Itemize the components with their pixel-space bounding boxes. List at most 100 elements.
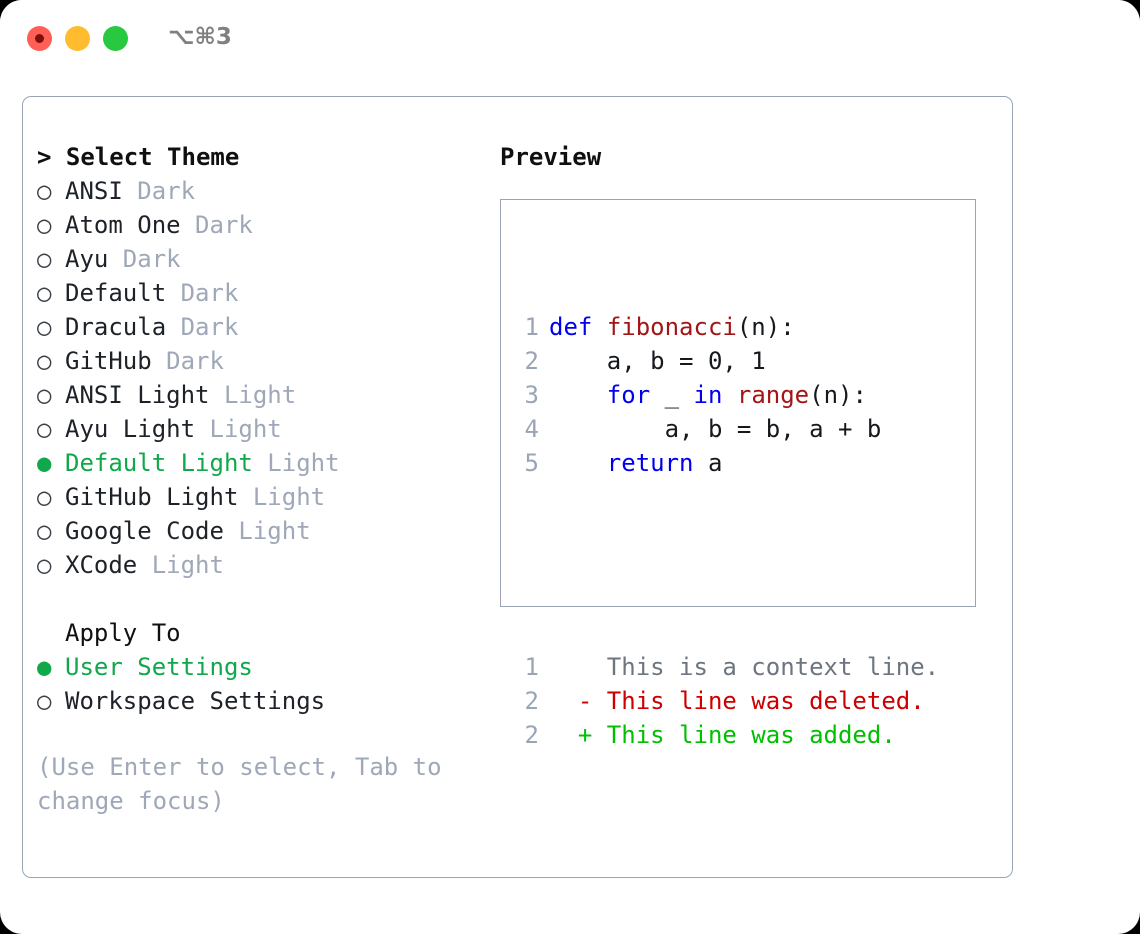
theme-option-label: Google Code — [65, 517, 224, 545]
minimize-button[interactable] — [65, 26, 90, 51]
theme-option-label: Ayu — [65, 245, 109, 273]
theme-option-variant-tag: Light — [195, 415, 282, 443]
theme-option-label: Dracula — [65, 313, 167, 341]
theme-option-ayu[interactable]: ○ Ayu Dark — [37, 242, 497, 276]
theme-option-variant-tag: Dark — [108, 245, 181, 273]
theme-option-default-light[interactable]: ● Default Light Light — [37, 446, 497, 480]
theme-option-label: GitHub — [65, 347, 152, 375]
line-number: 4 — [524, 415, 539, 443]
radio-unselected-icon: ○ — [37, 211, 52, 239]
code-line: 4 a, b = b, a + b — [513, 412, 939, 446]
help-text: (Use Enter to select, Tab to change focu… — [37, 753, 442, 815]
apply-to-option-workspace-settings[interactable]: ○ Workspace Settings — [37, 684, 497, 718]
line-number: 1 — [524, 313, 539, 341]
select-theme-heading: > Select Theme — [37, 143, 240, 171]
radio-unselected-icon: ○ — [37, 381, 52, 409]
diff-block: 1 This is a context line.2 - This line w… — [513, 650, 940, 752]
code-token-pl: a — [693, 449, 723, 477]
theme-option-variant-tag: Light — [209, 381, 297, 409]
code-token-pl — [549, 381, 607, 409]
apply-to-option-label: Workspace Settings — [65, 687, 326, 715]
radio-selected-icon: ● — [37, 449, 52, 477]
radio-unselected-icon: ○ — [37, 687, 52, 715]
diff-line-ctx: 1 This is a context line. — [513, 650, 940, 684]
line-number: 2 — [524, 721, 539, 749]
theme-option-xcode[interactable]: ○ XCode Light — [37, 548, 497, 582]
line-number: 1 — [524, 653, 539, 681]
radio-unselected-icon: ○ — [37, 415, 52, 443]
diff-line-text: This is a context line. — [549, 653, 940, 681]
close-button[interactable] — [27, 26, 52, 51]
theme-option-variant-tag: Dark — [151, 347, 224, 375]
code-token-pl: (n): — [809, 381, 867, 409]
theme-option-label: Default — [65, 279, 167, 307]
apply-to-heading: Apply To — [65, 619, 181, 647]
code-line: 5 return a — [513, 446, 939, 480]
theme-option-dracula[interactable]: ○ Dracula Dark — [37, 310, 497, 344]
code-token-pl: a, b = 0, 1 — [549, 347, 766, 375]
theme-option-ayu-light[interactable]: ○ Ayu Light Light — [37, 412, 497, 446]
code-token-kw: for — [606, 381, 651, 409]
radio-unselected-icon: ○ — [37, 347, 52, 375]
theme-option-default[interactable]: ○ Default Dark — [37, 276, 497, 310]
apply-to-option-list[interactable]: ●User Settings ○ Workspace Settings — [37, 650, 497, 718]
diff-line-add: 2 + This line was added. — [513, 718, 939, 752]
radio-unselected-icon: ○ — [37, 313, 52, 341]
diff-line-del: 2 - This line was deleted. — [513, 684, 939, 718]
theme-option-variant-tag: Light — [223, 517, 311, 545]
theme-option-variant-tag: Dark — [166, 313, 239, 341]
radio-unselected-icon: ○ — [37, 245, 52, 273]
list-spacer — [37, 582, 497, 616]
theme-option-label: GitHub Light — [65, 483, 239, 511]
theme-option-label: ANSI — [65, 177, 123, 205]
code-line: 3 for _ in range(n): — [513, 378, 939, 412]
radio-unselected-icon: ○ — [37, 517, 52, 545]
code-token-pl: (n): — [736, 313, 795, 341]
line-number: 2 — [524, 347, 539, 375]
theme-option-label: ANSI Light — [65, 381, 210, 409]
theme-option-list[interactable]: ○ ANSI Dark ○ Atom One Dark ○ Ayu Dark ○ Defaul… — [37, 174, 497, 582]
zoom-button[interactable] — [103, 26, 128, 51]
theme-option-variant-tag: Light — [252, 449, 340, 477]
theme-option-atom-one[interactable]: ○ Atom One Dark — [37, 208, 497, 242]
theme-selector-panel: > Select Theme ○ANSI Dark○Atom One Dark○… — [22, 96, 1013, 878]
code-token-kw: return — [606, 449, 694, 477]
radio-unselected-icon: ○ — [37, 279, 52, 307]
theme-option-github[interactable]: ○ GitHub Dark — [37, 344, 497, 378]
theme-option-variant-tag: Dark — [122, 177, 196, 205]
theme-option-label: XCode — [65, 551, 138, 579]
theme-option-label: Atom One — [65, 211, 181, 239]
theme-option-label: Ayu Light — [65, 415, 196, 443]
theme-option-variant-tag: Dark — [180, 211, 253, 239]
theme-option-variant-tag: Light — [238, 483, 326, 511]
window-controls — [27, 26, 128, 51]
radio-selected-icon: ● — [37, 653, 52, 681]
theme-option-github-light[interactable]: ○GitHub Light Light — [37, 480, 497, 514]
theme-list-column: > Select Theme ○ANSI Dark○Atom One Dark○… — [37, 140, 497, 818]
theme-option-variant-tag: Light — [137, 551, 224, 579]
preview-heading: Preview — [500, 143, 602, 171]
code-token-pl — [592, 313, 606, 341]
diff-line-text: - This line was deleted. — [549, 687, 925, 715]
line-number: 3 — [524, 381, 539, 409]
radio-unselected-icon: ○ — [37, 177, 52, 205]
apply-to-option-user-settings[interactable]: ●User Settings — [37, 650, 497, 684]
theme-option-ansi-light[interactable]: ○ ANSI Light Light — [37, 378, 497, 412]
code-token-pl — [549, 449, 607, 477]
code-token-pl: _ — [650, 381, 694, 409]
radio-unselected-icon: ○ — [37, 551, 52, 579]
theme-option-variant-tag: Dark — [166, 279, 239, 307]
theme-option-ansi[interactable]: ○ ANSI Dark — [37, 174, 497, 208]
diff-line-text: + This line was added. — [549, 721, 896, 749]
theme-option-label: Default Light — [65, 449, 253, 477]
theme-option-google-code[interactable]: ○ Google Code Light — [37, 514, 497, 548]
code-token-kw: in — [693, 381, 723, 409]
code-diff-separator — [513, 548, 939, 582]
title-bar: ⌥⌘3 — [0, 0, 1140, 78]
